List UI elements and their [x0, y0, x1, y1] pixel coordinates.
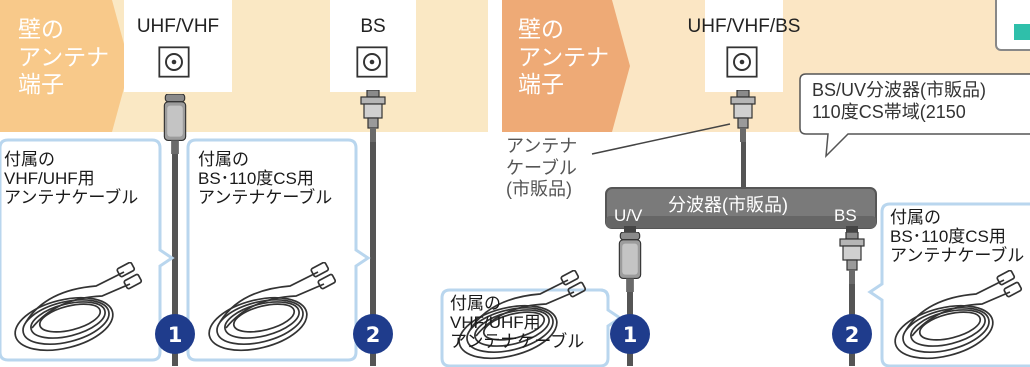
uhf-vhf-bs-wall-plate	[705, 0, 783, 92]
badge-3	[610, 314, 650, 354]
right-wall-chevron	[502, 0, 630, 132]
wall-to-splitter-cable	[741, 140, 746, 188]
bs-port-label: BS	[360, 16, 386, 37]
left-bubble-2-text: 付属の BS･110度CS用 アンテナケーブル	[198, 150, 333, 208]
splitter-bs-label: BS	[834, 206, 857, 225]
right-panel: 1 2	[440, 0, 1030, 367]
uhf-vhf-bs-port-label: UHF/VHF/BS	[687, 16, 801, 37]
uhf-vhf-wall-plate	[124, 0, 232, 92]
bs-plug-icon	[839, 232, 865, 284]
cable-note: アンテナ ケーブル (市販品)	[506, 136, 578, 200]
badge-4	[832, 314, 872, 354]
right-wall-label: 壁の アンテナ 端子	[518, 16, 610, 98]
uhf-vhf-plug-icon	[618, 232, 642, 292]
splitter-box-shade	[606, 216, 876, 228]
badge-4-number: 2	[845, 323, 860, 347]
cable-1	[172, 150, 178, 366]
splitter-uv-port	[624, 226, 636, 234]
badge-2	[353, 314, 393, 354]
splitter-label: 分波器(市販品)	[668, 195, 788, 215]
left-wall-label: 壁の アンテナ 端子	[18, 16, 110, 98]
antenna-socket-icon	[158, 46, 190, 78]
left-panel: 1 2	[0, 0, 488, 366]
bs-plug-icon	[360, 90, 386, 142]
splitter-callout	[799, 73, 1030, 158]
left-bubble-2	[186, 138, 371, 362]
wall-plug-icon	[730, 90, 756, 142]
badge-2-number: 2	[366, 323, 381, 347]
right-bubble-2-text: 付属の BS･110度CS用 アンテナケーブル	[890, 208, 1025, 266]
uhf-vhf-plug-icon	[163, 94, 187, 154]
left-bubble-1-text: 付属の VHF/UHF用 アンテナケーブル	[4, 150, 139, 208]
cable-2	[370, 140, 376, 366]
left-wall-chevron	[0, 0, 130, 132]
splitter-callout-text: BS/UV分波器(市販品) 110度CS帯域(2150	[812, 80, 987, 122]
badge-3-number: 1	[623, 323, 638, 347]
right-bubble-1-label: 付属の VHF/UHF用 アンテナケーブル	[450, 294, 585, 352]
right-bubble-1-top	[450, 288, 610, 299]
corner-card-swatch	[1014, 24, 1030, 40]
cable-note-line	[591, 123, 731, 155]
splitter-bs-port	[846, 226, 858, 234]
splitter-uv-label: U/V	[614, 206, 643, 225]
badge-1-number: 1	[168, 323, 183, 347]
antenna-socket-icon	[356, 46, 388, 78]
bs-wall-plate	[330, 0, 416, 92]
badge-1	[155, 314, 195, 354]
uhf-vhf-port-label: UHF/VHF	[136, 16, 220, 37]
antenna-socket-icon	[726, 46, 758, 78]
